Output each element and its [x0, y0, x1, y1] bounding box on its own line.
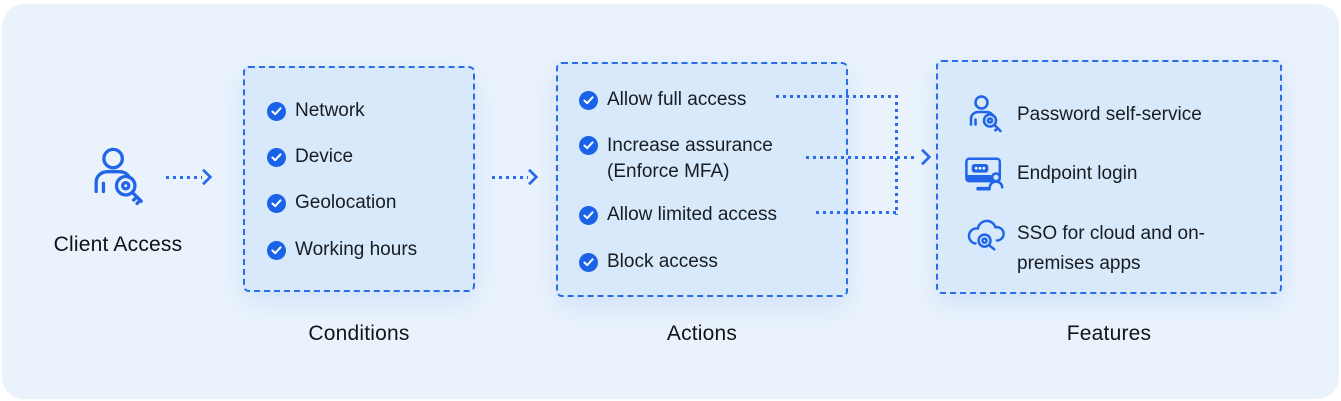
user-search-icon	[964, 95, 1006, 135]
condition-item-network: Network	[267, 99, 365, 123]
check-icon	[267, 147, 286, 167]
check-icon	[579, 90, 598, 110]
actions-box: Allow full access Increase assurance (En…	[556, 62, 848, 297]
client-access-label: Client Access	[53, 233, 183, 256]
check-icon	[267, 193, 286, 213]
condition-label: Geolocation	[295, 192, 397, 213]
check-icon	[579, 252, 598, 272]
action-item-allow-limited-access: Allow limited access	[579, 203, 777, 227]
condition-item-geolocation: Geolocation	[267, 191, 396, 215]
conditions-title: Conditions	[308, 322, 410, 345]
action-label-line1: Increase assurance	[607, 135, 773, 156]
action-label: Block access	[607, 251, 718, 272]
check-icon	[267, 101, 286, 121]
feature-label: Endpoint login	[1017, 163, 1138, 184]
connector-line-top	[776, 95, 897, 98]
feature-item-sso: SSO for cloud and on-premises apps	[964, 212, 1232, 279]
conditions-box: Network Device Geolocation Working hours	[243, 66, 475, 292]
endpoint-login-icon	[964, 154, 1006, 194]
check-icon	[579, 136, 598, 155]
condition-item-working-hours: Working hours	[267, 238, 417, 262]
action-label: Allow limited access	[607, 204, 777, 225]
connector-line-vertical	[895, 95, 898, 215]
connector-line-bottom	[816, 211, 897, 214]
condition-label: Working hours	[295, 239, 418, 260]
flow-arrow-actions-to-features	[806, 156, 918, 159]
feature-item-password-self-service: Password self-service	[964, 93, 1202, 137]
actions-title: Actions	[666, 322, 738, 345]
action-item-block-access: Block access	[579, 250, 718, 274]
action-label: Allow full access	[607, 89, 747, 110]
action-label-line2: (Enforce MFA)	[607, 161, 730, 182]
user-key-search-icon	[94, 147, 143, 206]
condition-item-device: Device	[267, 145, 353, 169]
feature-item-endpoint-login: Endpoint login	[964, 152, 1137, 196]
action-item-allow-full-access: Allow full access	[579, 88, 746, 112]
feature-label: SSO for cloud and on-premises apps	[1017, 223, 1205, 274]
action-item-increase-assurance: Increase assurance (Enforce MFA)	[579, 133, 773, 185]
check-icon	[579, 205, 598, 225]
feature-label: Password self-service	[1017, 104, 1202, 125]
features-title: Features	[1066, 322, 1152, 345]
flow-arrow-conditions-to-actions	[492, 176, 528, 179]
condition-label: Network	[295, 100, 365, 121]
check-icon	[267, 240, 286, 260]
condition-label: Device	[295, 146, 354, 167]
action-label: Increase assurance (Enforce MFA)	[607, 133, 773, 185]
cloud-sso-icon	[964, 216, 1006, 252]
features-box: Password self-service Endpo	[936, 60, 1282, 294]
flow-arrow-client-to-conditions	[166, 176, 202, 179]
